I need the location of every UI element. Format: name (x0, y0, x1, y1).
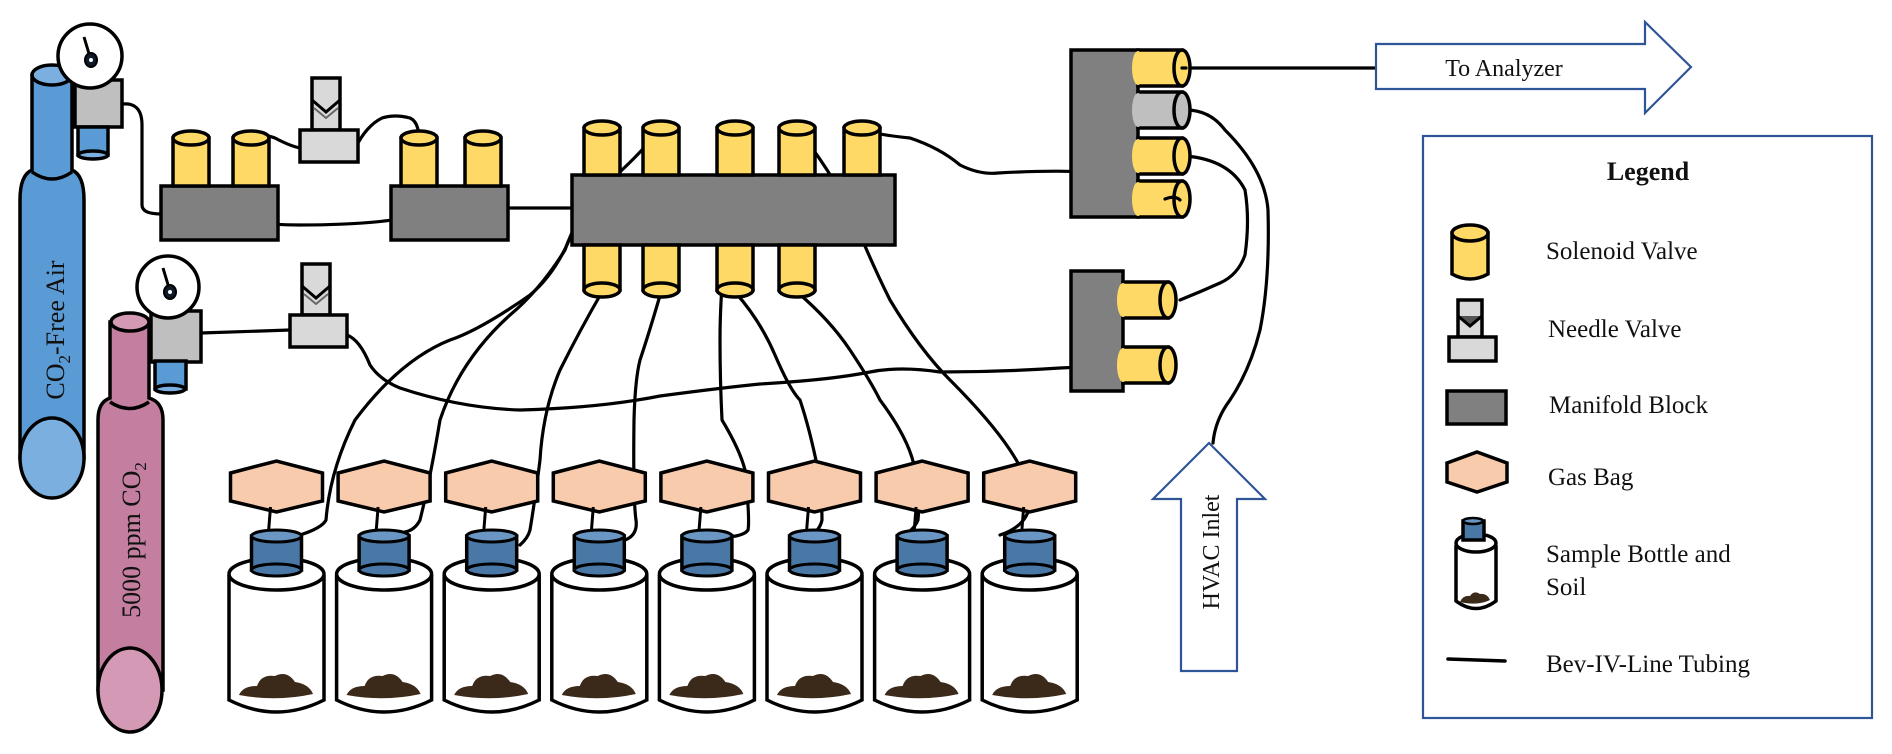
solenoid-valves-center (582, 119, 882, 299)
co2-free-air-cylinder: CO2-Free Air (18, 63, 86, 500)
legend-label-manifold-block: Manifold Block (1549, 392, 1709, 419)
sample-bottle-icon (550, 528, 649, 714)
manifold-block-2 (389, 184, 510, 242)
solenoid-valve-icon (171, 129, 211, 188)
tube-needle2-right-manifold (345, 333, 1167, 412)
solenoid-valves-top-left (171, 129, 503, 188)
sample-bottle-icon (1454, 516, 1498, 611)
solenoid-valve-icon (231, 129, 271, 188)
sample-station (657, 459, 757, 714)
gas-bag-icon (551, 459, 648, 514)
sample-bottle-icon (227, 528, 326, 714)
solenoid-valve-icon (463, 129, 503, 188)
legend-label-sample-bottle-line1: Sample Bottle and (1546, 541, 1731, 568)
needle-valve-2 (288, 262, 349, 349)
right-manifold-upper (1069, 48, 1140, 219)
tube-right-manifold-loop (1178, 154, 1250, 302)
gas-bag-icon (766, 459, 863, 514)
sample-station (765, 459, 864, 714)
hvac-inlet-label: HVAC Inlet (1199, 494, 1225, 609)
solenoid-valve-icon (582, 119, 622, 177)
tube-regulator2-needle2 (199, 328, 292, 335)
soil (992, 674, 1067, 699)
gas-bag-icon (228, 459, 325, 514)
tube-to-bottle-7 (795, 290, 921, 538)
solenoid-valve-icon (1132, 179, 1192, 219)
co2-5000-ppm-cylinder: 5000 ppm CO2 (96, 311, 165, 734)
needle-valve-icon (1447, 298, 1498, 363)
gas-bag-icon (659, 459, 755, 514)
legend: Legend Solenoid Valve Needle Valve Manif… (1421, 134, 1874, 720)
sample-station (550, 459, 649, 714)
sample-station (227, 459, 326, 714)
tubing-icon (1446, 657, 1507, 663)
tube-to-bottle-6 (733, 290, 824, 538)
right-manifold-lower (1069, 269, 1125, 393)
soil (346, 674, 421, 699)
soil (884, 674, 959, 699)
soil (777, 674, 851, 699)
solenoid-valve-icon (1117, 345, 1178, 385)
solenoid-valve-icon (641, 243, 681, 299)
center-manifold (570, 173, 897, 247)
sample-bottle-icon (442, 528, 541, 714)
solenoid-valve-icon (777, 119, 817, 177)
tube-hvac-inlet (1184, 108, 1270, 445)
co2-free-air-label: CO2-Free Air (41, 260, 74, 400)
soil (454, 674, 529, 699)
sample-station (872, 459, 972, 714)
legend-title: Legend (1607, 157, 1690, 186)
legend-label-solenoid-valve: Solenoid Valve (1546, 238, 1698, 265)
gas-bag-icon (336, 459, 432, 514)
tube-regulator1-manifold1 (120, 102, 163, 216)
gas-bag-icon (874, 459, 970, 514)
regulator-2 (135, 254, 203, 395)
sample-station (980, 459, 1079, 714)
sample-bottle-icon (980, 528, 1079, 714)
hvac-inlet-arrow: HVAC Inlet (1150, 441, 1268, 673)
sample-bottle-icon (334, 528, 434, 714)
soil (561, 674, 636, 699)
legend-box (1421, 134, 1874, 720)
manifold-block-1 (159, 184, 280, 242)
needle-valve-1 (298, 76, 360, 164)
sample-bottle-icon (765, 528, 864, 714)
sample-station (442, 459, 541, 714)
soil (239, 674, 313, 699)
legend-label-needle-valve: Needle Valve (1548, 316, 1682, 343)
legend-label-sample-bottle-line2: Soil (1546, 574, 1586, 601)
soil (669, 674, 744, 699)
to-analyzer-label: To Analyzer (1445, 56, 1563, 82)
to-analyzer-arrow: To Analyzer (1374, 19, 1693, 116)
solenoid-valve-icon (1132, 136, 1192, 176)
tube-to-bottle-4 (623, 290, 663, 542)
solenoid-valve-icon (777, 243, 817, 299)
gas-bag-icon (981, 459, 1078, 514)
tube-needle1-valve (356, 114, 421, 145)
solenoid-valve-icon (715, 243, 755, 299)
legend-label-tubing: Bev-IV-Line Tubing (1546, 651, 1750, 678)
sample-station (334, 459, 434, 714)
regulator-1 (56, 22, 124, 161)
legend-label-gas-bag: Gas Bag (1548, 464, 1634, 491)
solenoid-valve-icon (1117, 280, 1178, 320)
gas-bag-icon (1445, 450, 1509, 494)
solenoid-valve-icon (1450, 223, 1490, 281)
solenoid-valve-icon (715, 119, 755, 177)
sample-stations (227, 459, 1079, 714)
gas-bag-icon (443, 459, 540, 514)
sample-bottle-icon (657, 528, 757, 714)
sample-bottle-icon (872, 528, 972, 714)
co2-5000-ppm-label: 5000 ppm CO2 (117, 462, 150, 618)
solenoid-valve-inactive-icon (1132, 90, 1192, 130)
solenoid-valves-right (1117, 48, 1192, 385)
solenoid-valve-icon (399, 129, 439, 188)
manifold-block-icon (1445, 389, 1508, 426)
solenoid-valve-icon (582, 243, 622, 299)
solenoid-valve-icon (842, 119, 882, 177)
tube-to-bottle-3 (518, 290, 604, 547)
solenoid-valve-icon (641, 119, 681, 177)
